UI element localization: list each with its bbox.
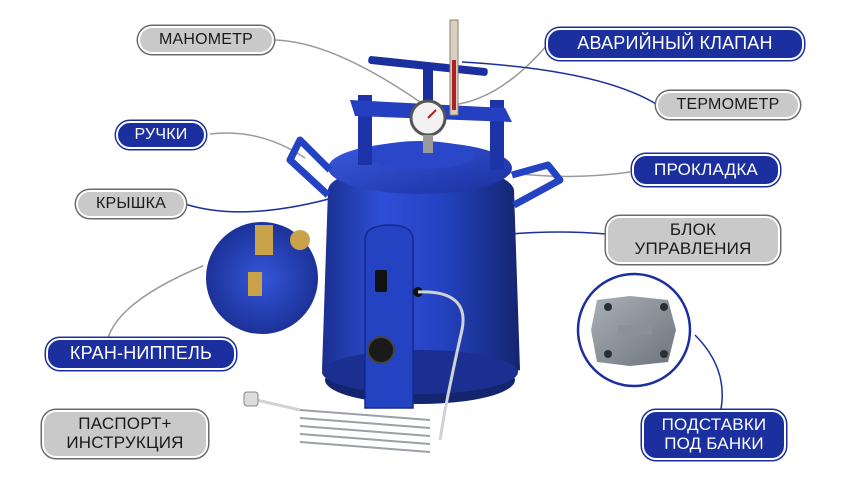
label-thermometer-text: ТЕРМОМЕТР [676, 96, 780, 114]
label-valve-nipple: КРАН-НИППЕЛЬ [46, 338, 236, 370]
label-stands-line1: ПОДСТАВКИ [661, 415, 767, 435]
label-passport: ПАСПОРТ+ ИНСТРУКЦИЯ [42, 410, 208, 458]
label-emergency-valve-text: АВАРИЙНЫЙ КЛАПАН [577, 33, 773, 54]
label-gasket: ПРОКЛАДКА [632, 154, 780, 186]
label-lid-text: КРЫШКА [95, 195, 166, 213]
label-handles: РУЧКИ [116, 121, 206, 149]
leader-emergency-valve [451, 43, 549, 106]
label-valve-nipple-text: КРАН-НИППЕЛЬ [69, 343, 213, 364]
leader-lines [107, 39, 723, 415]
label-control-unit-line2: УПРАВЛЕНИЯ [634, 239, 752, 258]
label-thermometer: ТЕРМОМЕТР [656, 91, 800, 119]
leader-stands [694, 334, 723, 415]
label-passport-line1: ПАСПОРТ+ [78, 414, 172, 434]
label-stands-line2: ПОД БАНКИ [664, 434, 764, 453]
label-stands: ПОДСТАВКИ ПОД БАНКИ [642, 410, 786, 460]
label-gasket-text: ПРОКЛАДКА [654, 159, 758, 179]
label-control-unit: БЛОК УПРАВЛЕНИЯ [606, 216, 780, 264]
label-emergency-valve: АВАРИЙНЫЙ КЛАПАН [546, 28, 804, 60]
label-manometer-text: МАНОМЕТР [158, 31, 254, 49]
label-passport-line2: ИНСТРУКЦИЯ [66, 433, 184, 452]
label-handles-text: РУЧКИ [134, 126, 188, 144]
leader-manometer [271, 39, 421, 103]
leader-control-unit [509, 231, 607, 235]
label-lid: КРЫШКА [76, 190, 186, 218]
label-control-unit-line1: БЛОК [669, 220, 717, 240]
label-manometer: МАНОМЕТР [138, 26, 274, 54]
leader-valve-nipple [107, 264, 206, 339]
leader-thermometer [461, 61, 657, 105]
